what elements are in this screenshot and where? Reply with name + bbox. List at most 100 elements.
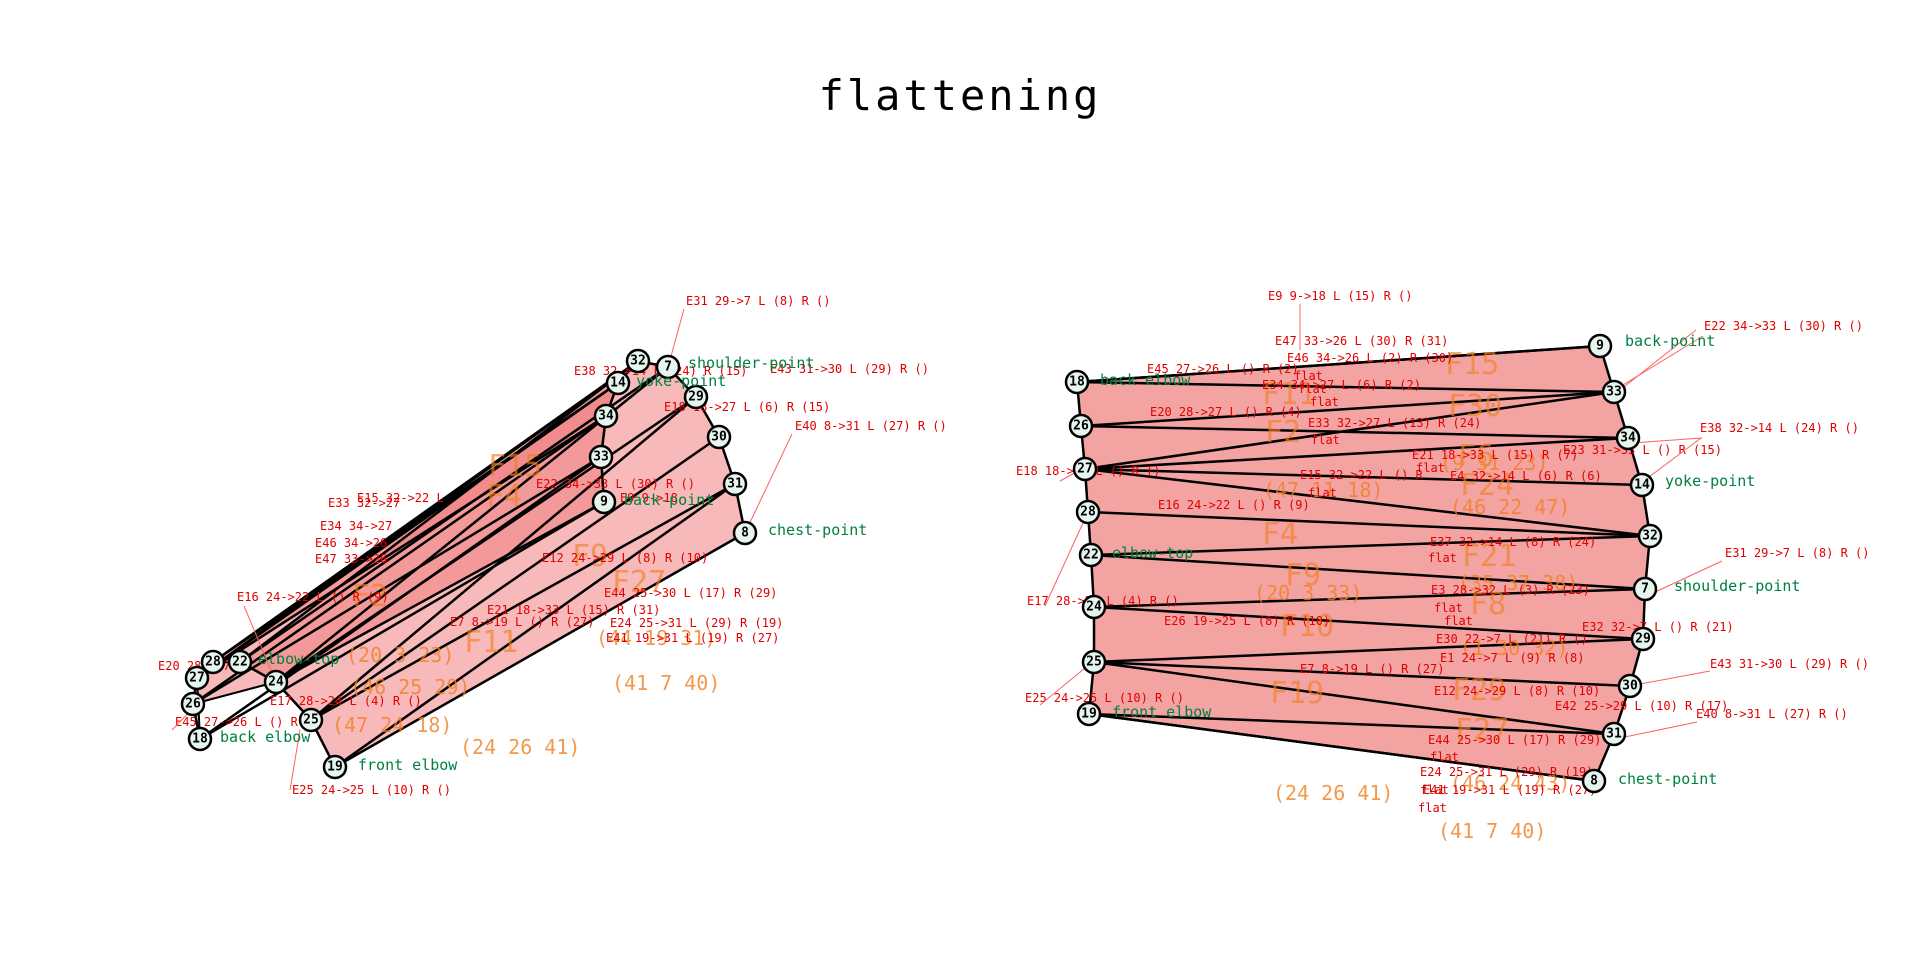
vertex-number: 24 (268, 675, 284, 690)
face-vertex-triple: (46 22 47) (1450, 495, 1570, 519)
vertex-26: 26 (180, 691, 206, 717)
vertex-27: 27 (184, 665, 210, 691)
vertex-32: 32 (1637, 523, 1663, 549)
vertex-14: 14 (1629, 472, 1655, 498)
label-leader-line (1652, 560, 1723, 594)
edge-label: E22 34->33 L (30) R () (536, 477, 695, 491)
mesh-edge (1076, 344, 1601, 384)
vertex-number: 18 (192, 732, 208, 747)
flat-tag: flat (1434, 601, 1463, 615)
edge-label: E9 9->18 (620, 491, 678, 505)
face-vertex-triple: (9 31 23) (1440, 451, 1548, 475)
vertex-number: 9 (600, 495, 608, 510)
edge-label: E21 18->33 L (15) R (31) (487, 603, 660, 617)
vertex-9: 9 (1587, 333, 1613, 359)
vertex-number: 14 (1634, 478, 1650, 493)
vertex-number: 24 (1086, 600, 1102, 615)
vertex-number: 25 (1086, 655, 1102, 670)
vertex-label: shoulder-point (688, 354, 814, 372)
face-label: F11 (464, 625, 518, 660)
vertex-number: 34 (598, 409, 614, 424)
vertex-19: 19 (1076, 701, 1102, 727)
face-vertex-triple: (46 25 29) (350, 675, 470, 699)
vertex-34: 34 (593, 403, 619, 429)
vertex-label: back elbow (220, 728, 311, 746)
vertex-8: 8 (1581, 768, 1607, 794)
edge-label: E38 32->14 L (24) R () (1700, 421, 1859, 435)
vertex-number: 31 (727, 477, 743, 492)
edge-label: E47 33->26 L (30) R (31) (1275, 334, 1448, 348)
vertex-31: 31 (1601, 721, 1627, 747)
vertex-number: 34 (1620, 431, 1636, 446)
face-label: F9 (1285, 558, 1321, 593)
face-label: F4 (486, 479, 522, 514)
vertex-28: 28 (200, 649, 226, 675)
edge-label: E41 19->31 L (19) R (27) (606, 631, 779, 645)
mesh-edge (1090, 534, 1651, 557)
vertex-number: 32 (630, 354, 646, 369)
mesh-edge (334, 482, 736, 769)
vertex-14: 14 (605, 370, 631, 396)
edge-label: E7 8->19 L () R (27) (1300, 662, 1445, 676)
mesh-edge (1088, 712, 1595, 783)
vertex-label: yoke-point (636, 372, 726, 390)
vertex-number: 31 (1606, 727, 1622, 742)
mesh-edge (334, 531, 746, 769)
edge-label: E15 32->22 L (357, 491, 444, 505)
vertex-number: 29 (688, 390, 704, 405)
vertex-label: front elbow (1112, 703, 1212, 721)
vertex-label: shoulder-point (1674, 577, 1800, 595)
flat-tag: flat (1308, 486, 1337, 500)
mesh-edge (1090, 553, 1646, 591)
mesh-edge (1093, 660, 1631, 688)
edge-label: E42 25->29 L (10) R (17) (1555, 699, 1728, 713)
vertex-number: 30 (1622, 679, 1638, 694)
edge-label: E26 19->25 L (8) R (10) (1164, 614, 1330, 628)
mesh-edge (1084, 390, 1615, 471)
mesh-edge (1093, 637, 1644, 664)
edge-label: E4 32->14 L (6) R (6) (1450, 469, 1602, 483)
vertex-number: 32 (1642, 529, 1658, 544)
vertex-number: 33 (1606, 385, 1622, 400)
vertex-label: elbow-top (1112, 544, 1193, 562)
vertex-number: 22 (232, 655, 248, 670)
face-label: F11 (1262, 377, 1316, 412)
face-label: F8 (1470, 587, 1506, 622)
flat-tag: flat (1416, 461, 1445, 475)
vertex-19: 19 (322, 754, 348, 780)
edge-label: E25 24->25 L (10) R () (292, 783, 451, 797)
vertex-number: 25 (303, 713, 319, 728)
vertex-number: 29 (1635, 632, 1651, 647)
edge-label: E16 24->22 L () R (9) (1158, 498, 1310, 512)
face-vertex-triple: (1 30 32) (1460, 636, 1568, 660)
vertex-number: 7 (664, 360, 672, 375)
edge-label: E12 24->29 L (8) R (10) (1434, 684, 1600, 698)
face-label: F29 (1452, 673, 1506, 708)
edge-label: E31 29->7 L (8) R () (1725, 546, 1870, 560)
edge-label: E3 28->32 L (3) R (23) (1431, 583, 1590, 597)
vertex-27: 27 (1072, 456, 1098, 482)
face-label: F24 (1460, 468, 1514, 503)
vertex-number: 9 (1596, 339, 1604, 354)
edge-label: E45 27->26 L () R (175, 715, 299, 729)
edge-label: E34 34->27 (320, 519, 392, 533)
label-leader-line (744, 433, 793, 534)
vertex-7: 7 (1632, 576, 1658, 602)
mesh-edge (1084, 467, 1651, 538)
edge-label: E40 8->31 L (27) R () (1696, 707, 1848, 721)
edge-label: E43 31->30 L (29) R () (770, 362, 929, 376)
mesh-edge (275, 395, 697, 684)
flat-tag: flat (1311, 433, 1340, 447)
edge-label: E30 22->7 L (21) R () (1436, 632, 1588, 646)
vertex-number: 8 (1590, 774, 1598, 789)
edge-label: E46 34->26 (315, 536, 387, 550)
vertex-label: elbow-top (258, 650, 339, 668)
face-vertex-triple: (35 37 38) (1458, 571, 1578, 595)
vertex-label: back elbow (1100, 371, 1191, 389)
vertex-34: 34 (1615, 425, 1641, 451)
face-label: F15 (488, 449, 542, 484)
vertex-29: 29 (1630, 626, 1656, 652)
left-panel-3d-mesh: (24 26 41)(41 7 40)(47 24 18)(44 19 31)(… (158, 294, 947, 797)
vertex-number: 19 (1081, 707, 1097, 722)
edge-label: E7 8->19 L () R (27) (450, 615, 595, 629)
